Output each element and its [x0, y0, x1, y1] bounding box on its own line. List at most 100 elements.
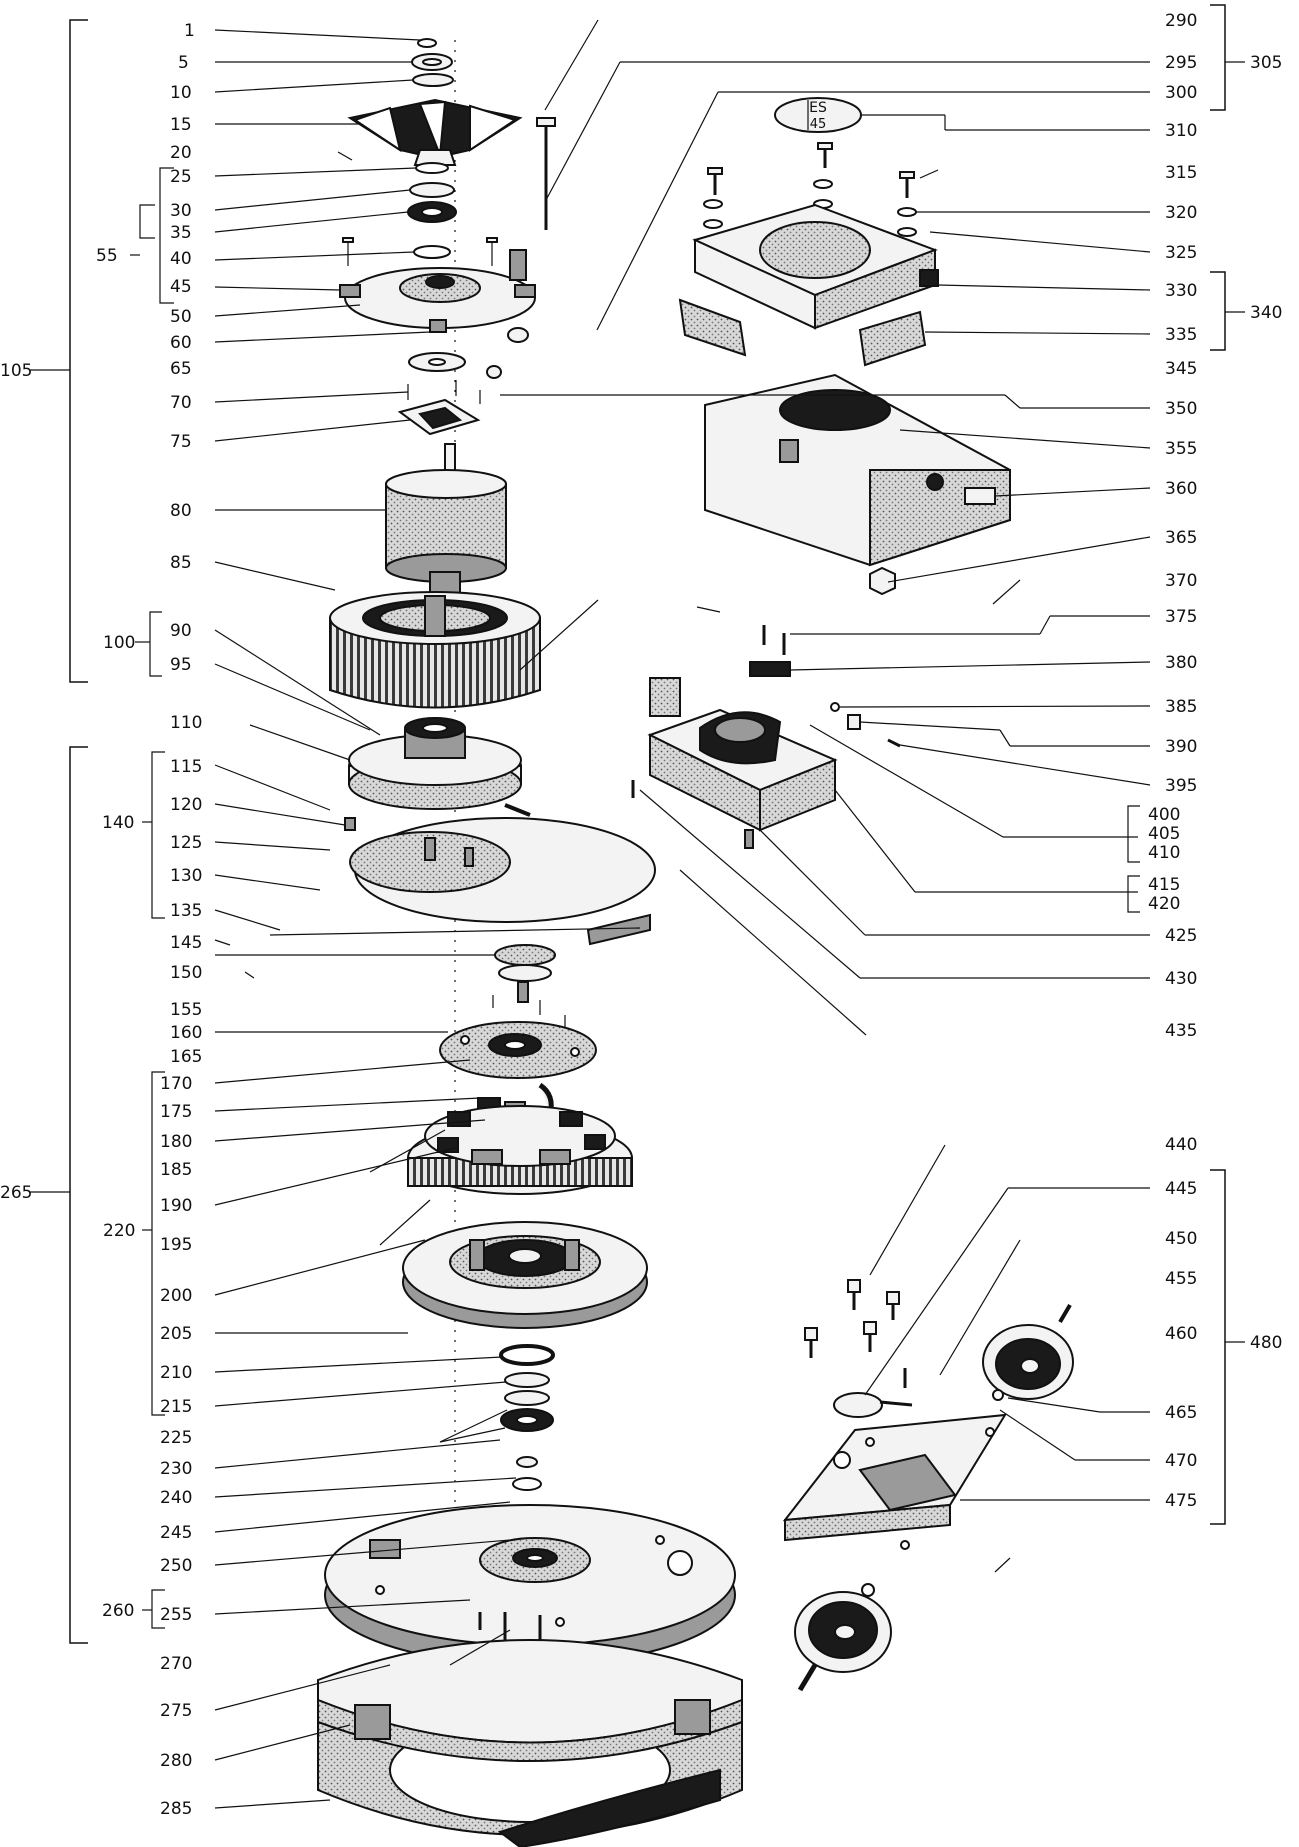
part-330-top-plate	[692, 203, 939, 330]
label-left: 10	[170, 83, 192, 103]
part-85-stator	[329, 591, 541, 709]
motor-assembly	[317, 38, 743, 1847]
part-50-end-shield	[339, 267, 536, 333]
group-label: 140	[102, 813, 134, 833]
group-brackets	[30, 4, 1245, 1644]
label-left: 20	[170, 143, 192, 163]
label-right: 465	[1165, 1403, 1197, 1423]
label-left: 115	[170, 757, 202, 777]
label-left: 95	[170, 655, 192, 675]
part-165-bearing-plate	[439, 1021, 597, 1079]
bracket-140	[151, 751, 165, 919]
part-40-ring	[413, 245, 451, 259]
label-left: 215	[160, 1397, 192, 1417]
label-right: 470	[1165, 1451, 1197, 1471]
bracket-415	[1127, 875, 1140, 913]
label-right: 320	[1165, 203, 1197, 223]
label-right: 405	[1148, 824, 1180, 844]
group-label: 480	[1250, 1333, 1282, 1353]
label-right: 400	[1148, 805, 1180, 825]
label-left: 50	[170, 307, 192, 327]
label-left: 145	[170, 933, 202, 953]
part-295-tie-rod	[536, 117, 556, 127]
part-380-terminal	[749, 661, 791, 677]
part-350-clip	[486, 365, 502, 379]
right-labels: 290 295 300 310 315 320 325 330 335 345 …	[1148, 11, 1282, 1511]
label-right: 325	[1165, 243, 1197, 263]
label-left: 190	[160, 1196, 192, 1216]
bracket-55	[159, 167, 174, 304]
part-475-plate	[782, 1413, 1007, 1550]
part-210-ring	[499, 1344, 555, 1366]
label-right: 360	[1165, 479, 1197, 499]
label-left: 30	[170, 201, 192, 221]
label-right: 450	[1165, 1229, 1197, 1249]
part-400-capacitor	[647, 708, 838, 849]
label-right: 345	[1165, 359, 1197, 379]
part-145-coupling	[494, 944, 556, 966]
label-left: 255	[160, 1605, 192, 1625]
part-screw	[342, 237, 354, 243]
label-right: 365	[1165, 528, 1197, 548]
group-label: 305	[1250, 53, 1282, 73]
bracket-260	[151, 1589, 165, 1629]
label-left: 180	[160, 1132, 192, 1152]
leader-lines	[214, 19, 1151, 1809]
label-right: 420	[1148, 894, 1180, 914]
part-1-ring	[417, 38, 437, 48]
bracket-220	[151, 1071, 165, 1416]
bracket-305	[1210, 4, 1226, 111]
label-right: 355	[1165, 439, 1197, 459]
part-205-ring-gear	[402, 1221, 648, 1329]
label-right: 430	[1165, 969, 1197, 989]
part-brush	[509, 249, 527, 281]
label-left: 85	[170, 553, 192, 573]
group-label: 220	[103, 1221, 135, 1241]
bracket-480	[1210, 1169, 1226, 1525]
bracket-105	[69, 19, 88, 683]
label-left: 15	[170, 115, 192, 135]
label-left: 110	[170, 713, 202, 733]
group-label: 265	[0, 1183, 32, 1203]
label-right: 445	[1165, 1179, 1197, 1199]
label-left: 35	[170, 223, 192, 243]
label-right: 330	[1165, 281, 1197, 301]
label-left: 205	[160, 1324, 192, 1344]
label-left: 275	[160, 1701, 192, 1721]
label-left: 135	[170, 901, 202, 921]
label-left: 70	[170, 393, 192, 413]
part-215-washer	[504, 1372, 550, 1388]
label-right: 460	[1165, 1324, 1197, 1344]
cover-assembly	[631, 97, 1074, 1692]
label-left: 160	[170, 1023, 202, 1043]
group-label: 105	[0, 361, 32, 381]
label-left: 45	[170, 277, 192, 297]
part-15-fan	[347, 98, 523, 166]
label-left: 230	[160, 1459, 192, 1479]
label-right: 295	[1165, 53, 1197, 73]
label-left: 40	[170, 249, 192, 269]
part-30-washer	[409, 182, 455, 198]
label-right: 390	[1165, 737, 1197, 757]
label-left: 5	[178, 53, 189, 73]
label-left: 60	[170, 333, 192, 353]
left-labels: 1 5 10 15 20 25 30 35 40 45 50 60 65 70 …	[0, 21, 202, 1819]
label-left: 185	[160, 1160, 192, 1180]
label-left: 225	[160, 1428, 192, 1448]
part-10-ring	[412, 73, 454, 87]
part-75-holder	[397, 398, 481, 436]
nameplate-line: 45	[810, 117, 827, 132]
part-135-disc	[344, 817, 656, 946]
label-left: 200	[160, 1286, 192, 1306]
label-right: 455	[1165, 1269, 1197, 1289]
label-left: 280	[160, 1751, 192, 1771]
part-465-key	[833, 1392, 883, 1418]
label-left: 285	[160, 1799, 192, 1819]
part-80-rotor	[385, 443, 507, 623]
part-365-nut	[869, 566, 896, 596]
label-right: 335	[1165, 325, 1197, 345]
label-right: 415	[1148, 875, 1180, 895]
group-label: 340	[1250, 303, 1282, 323]
label-right: 370	[1165, 571, 1197, 591]
